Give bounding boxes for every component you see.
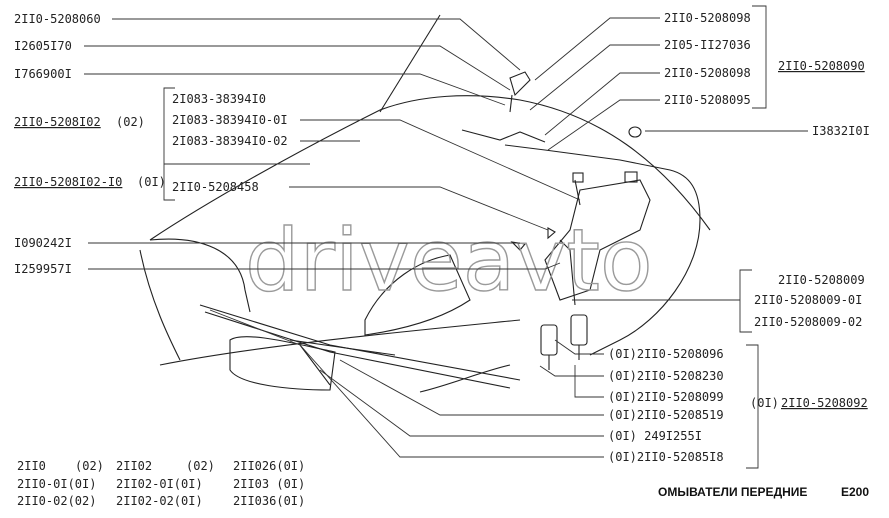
- label-right-top-1: 2II0-5208098: [664, 11, 751, 25]
- group-right-top: 2II0-5208090: [778, 59, 865, 73]
- right-top-labels: 2II0-5208098 2I05-II27036 2II0-5208098 2…: [664, 11, 870, 138]
- label-right-bottom-4: (0I)2II0-5208519: [608, 408, 724, 422]
- group-left-item-3: 2I083-38394I0-02: [172, 134, 288, 148]
- model-2-1: 2II0-0I(0I): [17, 477, 96, 491]
- model-list: 2II0 (02) 2II02 (02) 2II026(0I) 2II0-0I(…: [17, 459, 305, 508]
- left-group-bracket: [163, 87, 581, 231]
- label-right-top-3: 2II0-5208098: [664, 66, 751, 80]
- right-mid-bracket: [572, 269, 752, 333]
- washer-pumps: [540, 314, 588, 370]
- model-2-2: 2II02-0I(0I): [116, 477, 203, 491]
- group-left-single: 2II0-5208458: [172, 180, 259, 194]
- group-left-item-2: 2I083-38394I0-0I: [172, 113, 288, 127]
- washer-reservoir: [544, 171, 651, 306]
- label-right-bottom-3: (0I)2II0-5208099: [608, 390, 724, 404]
- group-left-main-b-suffix: (0I): [137, 175, 166, 189]
- label-left-2: I2605I70: [14, 39, 72, 53]
- label-right-mid-1: 2II0-5208009: [778, 273, 865, 287]
- label-left-4: I090242I: [14, 236, 72, 250]
- model-3-1: 2II0-02(02): [17, 494, 96, 508]
- label-left-3: I766900I: [14, 67, 72, 81]
- model-1-2: (02): [75, 459, 104, 473]
- label-right-bottom-6: (0I)2II0-52085I8: [608, 450, 724, 464]
- model-1-1: 2II0: [17, 459, 46, 473]
- label-right-top-2: 2I05-II27036: [664, 38, 751, 52]
- group-right-bottom: 2II0-5208092: [781, 396, 868, 410]
- group-right-bottom-prefix: (0I): [750, 396, 779, 410]
- label-right-mid-3: 2II0-5208009-02: [754, 315, 862, 329]
- label-left-5: I259957I: [14, 262, 72, 276]
- car-body-drawing: [139, 14, 711, 391]
- diagram-code: E200: [841, 485, 869, 499]
- watermark-text: driveavto: [245, 211, 653, 311]
- label-right-bottom-1: (0I)2II0-5208096: [608, 347, 724, 361]
- model-2-3: 2II03 (0I): [233, 477, 305, 491]
- group-left-main-a: 2II0-5208I02: [14, 115, 101, 129]
- label-left-1: 2II0-5208060: [14, 12, 101, 26]
- model-1-4: (02): [186, 459, 215, 473]
- group-left-main-b: 2II0-5208I02-I0: [14, 175, 122, 189]
- left-labels: 2II0-5208060 I2605I70 I766900I I090242I …: [14, 12, 101, 276]
- left-leader-lines: [84, 18, 561, 270]
- nozzle-cap: [628, 126, 642, 138]
- model-1-3: 2II02: [116, 459, 152, 473]
- right-top-leader-lines: [529, 5, 808, 151]
- diagram-title: ОМЫВАТЕЛИ ПЕРЕДНИЕ: [658, 485, 807, 499]
- right-bottom-labels: (0I)2II0-5208096 (0I)2II0-5208230 (0I)2I…: [608, 347, 868, 464]
- right-mid-labels: 2II0-5208009 2II0-5208009-0I 2II0-520800…: [754, 273, 865, 329]
- label-right-bottom-5: (0I) 249I255I: [608, 429, 702, 443]
- label-right-single: I3832I0I: [812, 124, 870, 138]
- group-left-item-1: 2I083-38394I0: [172, 92, 266, 106]
- model-3-3: 2II036(0I): [233, 494, 305, 508]
- model-3-2: 2II02-02(0I): [116, 494, 203, 508]
- hose-and-nozzles: [419, 71, 701, 393]
- label-right-bottom-2: (0I)2II0-5208230: [608, 369, 724, 383]
- model-1-5: 2II026(0I): [233, 459, 305, 473]
- label-right-mid-2: 2II0-5208009-0I: [754, 293, 862, 307]
- right-bottom-leader-lines: [209, 309, 759, 469]
- group-left-main-a-suffix: (02): [116, 115, 145, 129]
- left-group: 2II0-5208I02 (02) 2II0-5208I02-I0 (0I) 2…: [14, 92, 288, 194]
- label-right-top-4: 2II0-5208095: [664, 93, 751, 107]
